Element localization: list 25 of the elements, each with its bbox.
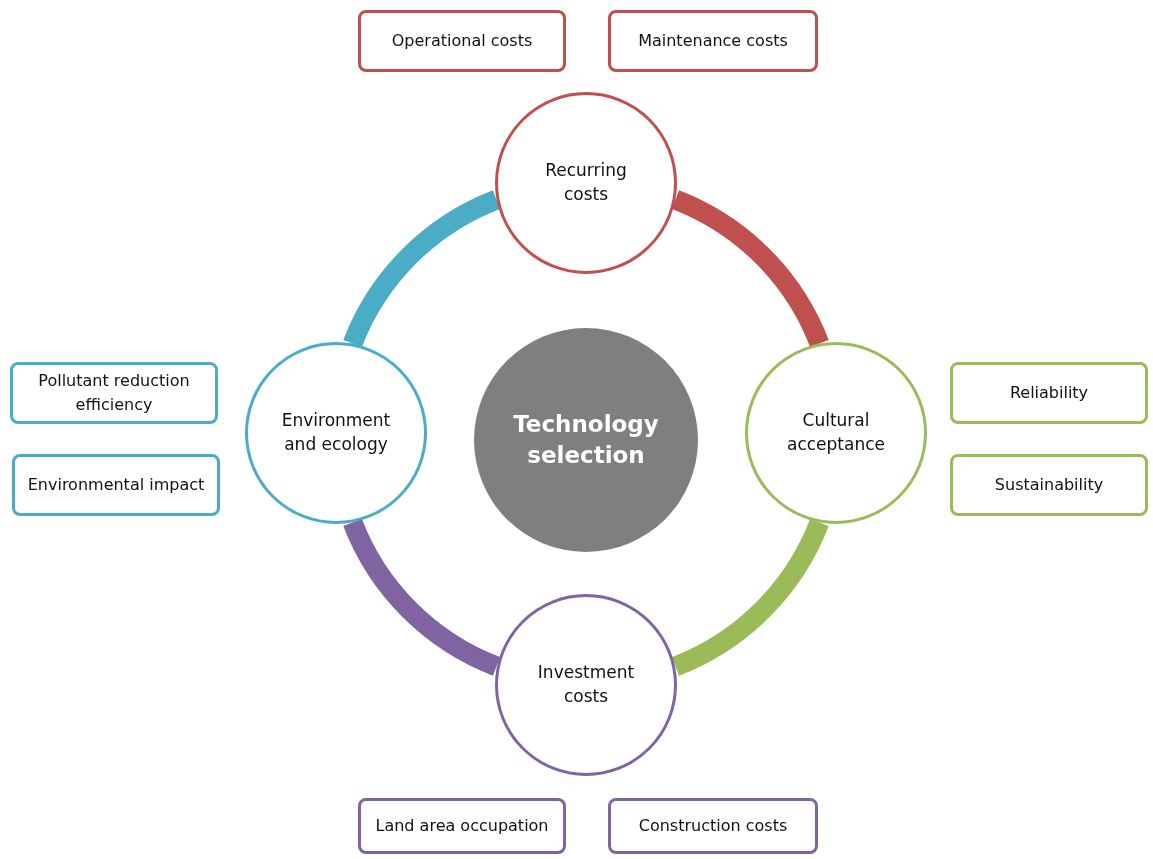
node-label: Technology selection [512,409,660,470]
ring-arc [343,190,501,348]
ring-arc [671,190,829,348]
criterion-box [10,362,218,424]
node-label: Land area occupation [375,815,549,837]
ring-arc [671,518,829,676]
node-label: Investment costs [536,661,636,708]
criterion-box [358,10,566,72]
node-label: Maintenance costs [638,30,788,52]
criterion-box [950,454,1148,516]
criterion-box [12,454,220,516]
node-label: Environment and ecology [281,409,391,456]
node-label: Cultural acceptance [786,409,886,456]
node-label: Operational costs [391,30,533,52]
criterion-box [358,798,566,854]
criterion-box [950,362,1148,424]
ring-arc [343,518,501,676]
node-label: Environmental impact [27,474,205,496]
node-label: Recurring costs [544,159,628,206]
node-label: Construction costs [638,815,788,837]
criterion-box [608,10,818,72]
node-label: Reliability [1009,382,1089,404]
criterion-box [608,798,818,854]
node-label: Pollutant reduction efficiency [37,370,191,416]
node-label: Sustainability [994,474,1104,496]
